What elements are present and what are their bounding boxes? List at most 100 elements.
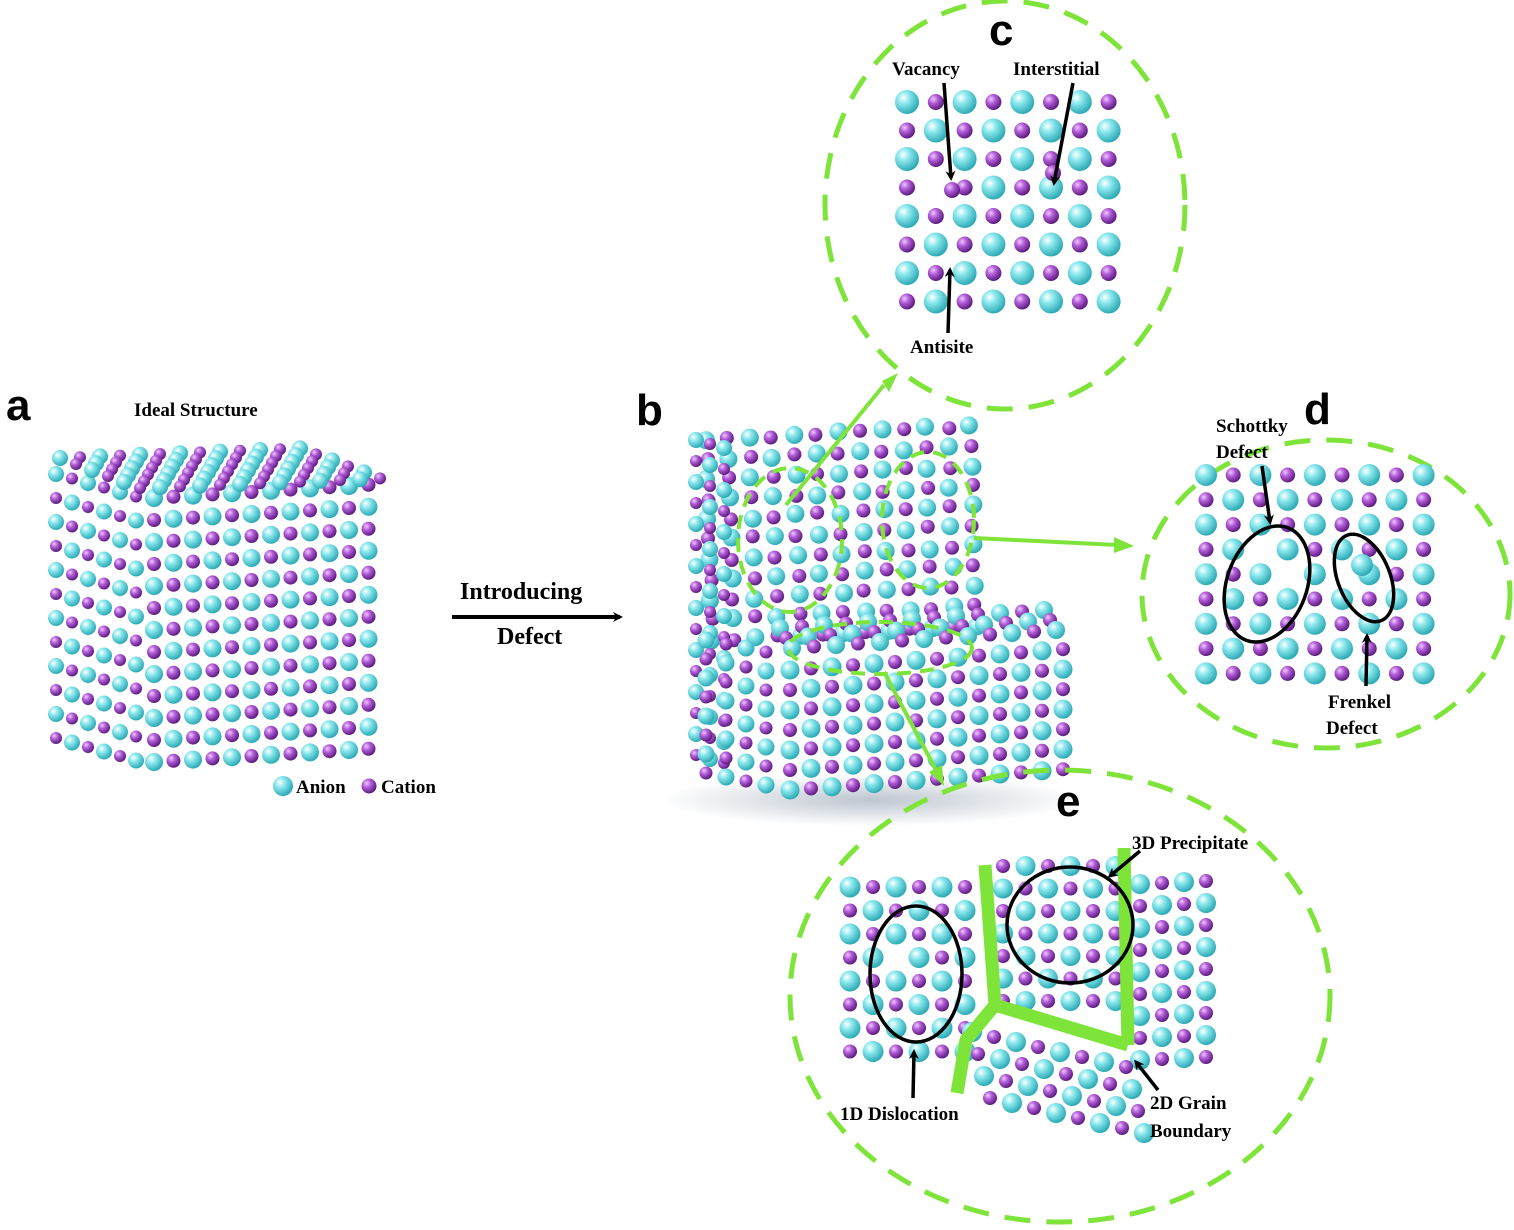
interstitial-arrow	[1050, 82, 1075, 186]
anion-atom	[808, 486, 827, 505]
panel-letter-b: b	[636, 386, 663, 435]
cation-legend-label: Cation	[381, 777, 436, 798]
cation-atom	[205, 575, 220, 590]
anion-atom	[835, 584, 853, 602]
anion-atom	[203, 507, 222, 526]
anion-atom	[1015, 901, 1036, 921]
cation-atom	[831, 485, 846, 500]
cation-atom	[945, 540, 959, 555]
anion-atom	[128, 656, 144, 673]
cation-atom	[930, 691, 944, 706]
anion-atom	[790, 585, 809, 604]
cation-atom	[114, 510, 126, 522]
vacancy-label: Vacancy	[892, 59, 960, 80]
cation-atom	[1043, 1084, 1057, 1098]
cation-atom	[1041, 949, 1055, 963]
arrow-label-line2: Defect	[497, 624, 562, 650]
cation-atom	[690, 455, 702, 467]
anion-atom	[80, 475, 96, 491]
cation-atom	[1063, 926, 1078, 941]
cation-atom	[912, 1021, 926, 1035]
anion-atom	[184, 662, 202, 681]
cation-atom	[699, 728, 713, 742]
anion-atom	[688, 516, 704, 532]
cation-atom	[825, 719, 839, 734]
cation-atom	[1388, 517, 1404, 533]
anion-atom	[1053, 739, 1073, 759]
anion-atom	[242, 505, 261, 523]
cation-atom	[264, 593, 278, 608]
panel-letter-d: d	[1304, 385, 1331, 434]
anion-atom	[1249, 563, 1272, 586]
anion-atom	[359, 585, 378, 604]
anion-atom	[927, 709, 947, 729]
cation-atom	[718, 505, 730, 517]
anion-atom	[762, 448, 781, 467]
cation-atom	[867, 756, 881, 771]
cation-atom	[114, 606, 126, 618]
cation-atom	[704, 606, 716, 618]
cation-atom	[186, 686, 200, 701]
anion-atom	[1060, 946, 1081, 966]
cation-atom	[787, 447, 802, 462]
cation-atom	[186, 510, 200, 525]
cation-atom	[901, 543, 916, 558]
anion-atom	[1032, 681, 1052, 701]
cation-atom	[1155, 964, 1169, 978]
cation-atom	[283, 614, 298, 629]
cation-atom	[1086, 904, 1100, 918]
anion-atom	[906, 690, 926, 710]
anion-atom	[908, 900, 930, 921]
anion-atom	[164, 685, 183, 704]
anion-atom	[853, 482, 872, 501]
cation-atom	[1014, 725, 1028, 740]
cation-atom	[50, 492, 62, 504]
cation-atom	[244, 573, 259, 587]
cation-atom	[205, 487, 220, 502]
anion-atom	[340, 697, 358, 715]
anion-atom	[862, 900, 884, 921]
cation-atom	[704, 438, 716, 450]
anion-atom	[1174, 1004, 1194, 1024]
anion-atom	[164, 729, 183, 748]
anion-atom	[281, 502, 300, 521]
cation-atom	[1018, 971, 1033, 986]
cation-atom	[810, 505, 825, 520]
cation-atom	[225, 640, 239, 655]
anion-atom	[801, 758, 821, 778]
anion-atom	[1249, 662, 1272, 685]
pointer-to-d	[973, 536, 1119, 547]
anion-atom	[906, 650, 926, 670]
anion-atom	[906, 770, 926, 790]
cation-atom	[283, 702, 298, 717]
anion-atom	[1096, 118, 1121, 143]
cation-atom	[719, 637, 733, 651]
anion-atom	[717, 692, 735, 710]
cation-atom	[50, 540, 62, 552]
anion-atom	[959, 416, 978, 435]
cation-atom	[50, 684, 62, 696]
interstitial-label: Interstitial	[1013, 59, 1100, 80]
cation-atom	[843, 1044, 857, 1059]
anion-atom	[895, 147, 919, 171]
cation-atom	[993, 747, 1007, 761]
cation-atom	[748, 571, 762, 586]
anion-atom	[1196, 981, 1216, 1001]
anion-atom	[184, 750, 202, 769]
block-ring-e	[786, 620, 974, 676]
anion-atom	[223, 748, 241, 767]
anion-atom	[952, 204, 977, 228]
cation-atom	[1071, 179, 1088, 196]
anion-atom	[952, 261, 977, 285]
cation-atom	[1225, 665, 1241, 681]
anion-atom	[301, 655, 319, 674]
cation-atom	[82, 693, 94, 705]
anion-atom	[780, 780, 800, 800]
cation-atom	[1103, 1077, 1117, 1091]
anion-atom	[832, 545, 851, 564]
cation-atom	[1155, 876, 1169, 890]
cation-atom	[833, 527, 848, 542]
anion-atom	[1046, 1103, 1066, 1123]
cation-atom	[739, 774, 753, 788]
cation-atom	[699, 766, 713, 780]
